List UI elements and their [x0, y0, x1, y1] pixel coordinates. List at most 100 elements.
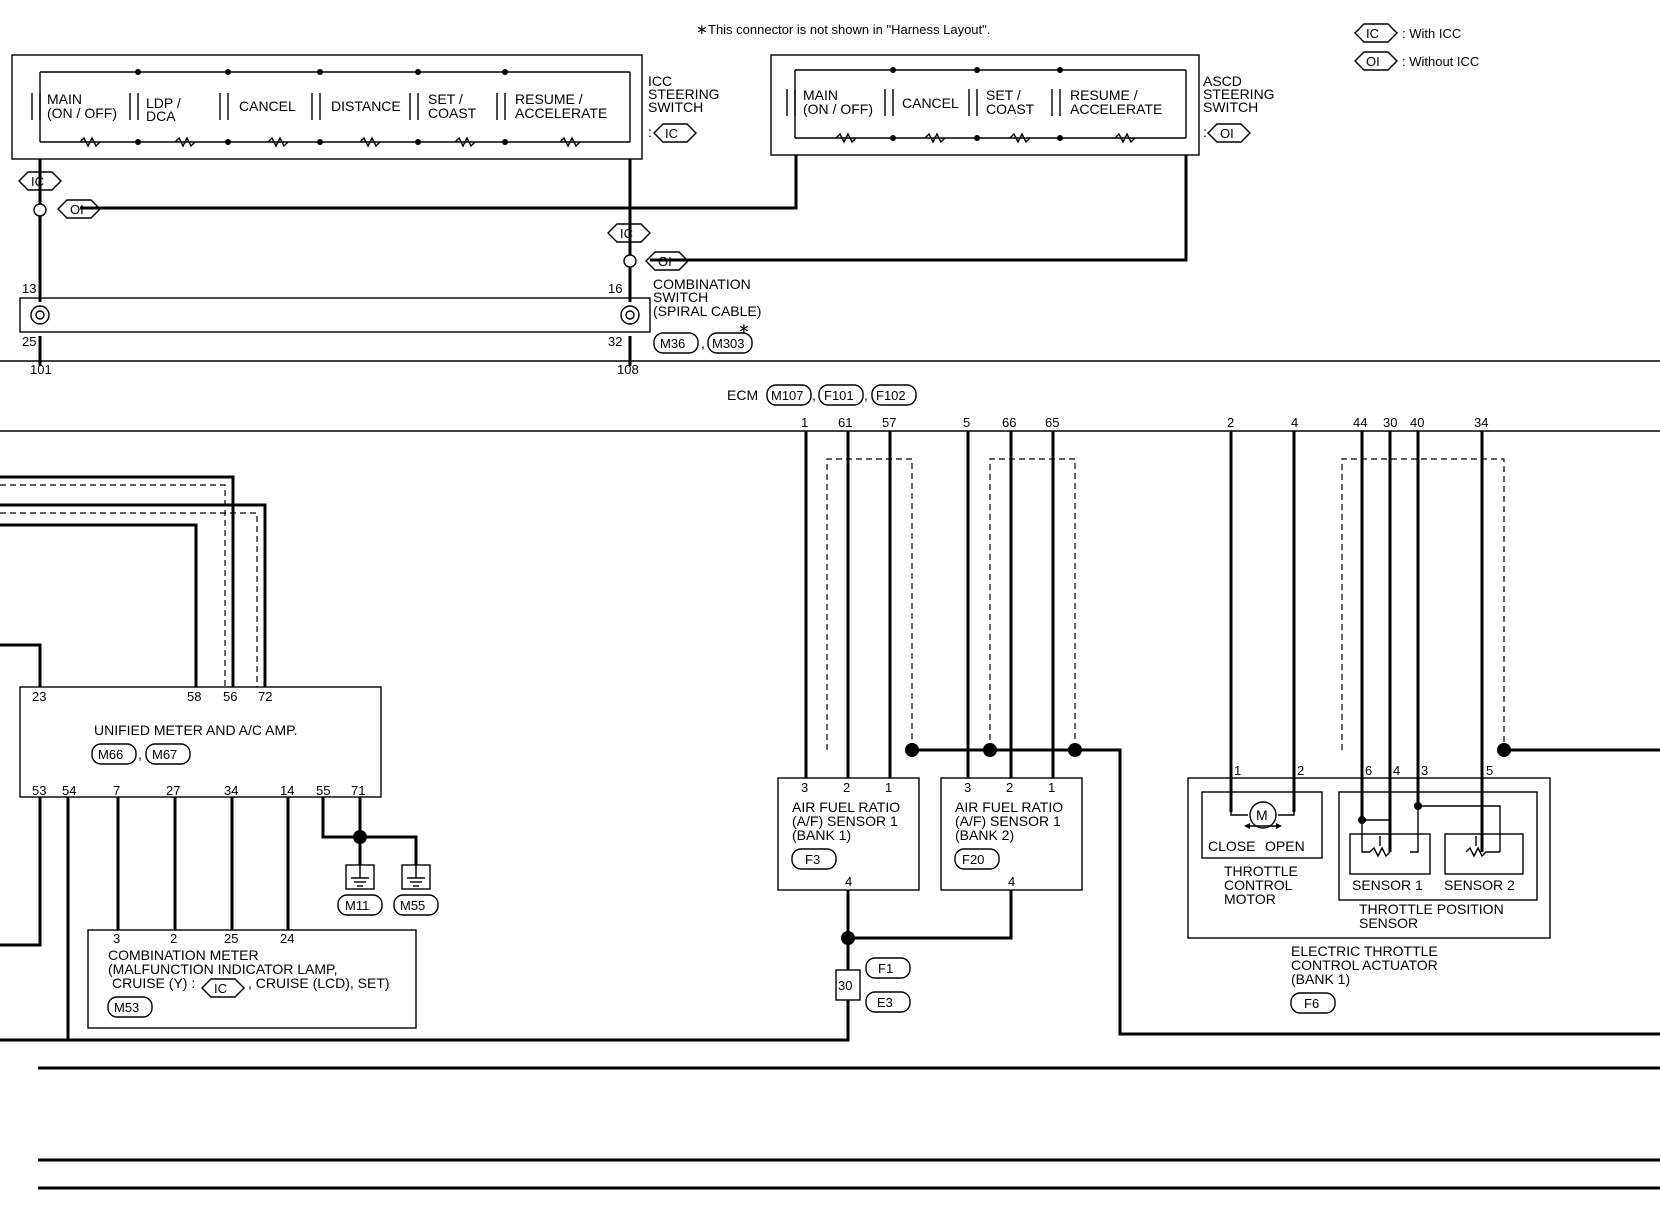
legend-ic-text: : With ICC — [1402, 26, 1461, 41]
ecm-label: ECM — [727, 387, 758, 403]
svg-text:OI: OI — [70, 202, 84, 217]
connector-note: This connector is not shown in "Harness … — [708, 22, 990, 37]
ecm-pin-66: 66 — [1002, 415, 1016, 430]
branch-tag-oi-right: OI — [645, 251, 689, 271]
cm-pin-25: 25 — [224, 931, 238, 946]
um-sep: , — [138, 746, 142, 762]
svg-text:M66: M66 — [98, 747, 123, 762]
branch-tag-ic-right: IC — [607, 223, 651, 243]
ground-symbol-m11 — [345, 864, 375, 890]
um-pin-7: 7 — [113, 783, 120, 798]
combination-meter-ic-tag: IC — [201, 978, 245, 998]
ground-connector-m11: M11 — [337, 894, 383, 916]
ascd-switch-name-2: STEERING — [1203, 86, 1275, 102]
svg-text:F6: F6 — [1304, 996, 1319, 1011]
lower-pin-108: 108 — [617, 362, 639, 377]
af2-pin-2: 2 — [1006, 780, 1013, 795]
combination-meter-box — [87, 929, 417, 1029]
eta-pin-5: 5 — [1486, 763, 1493, 778]
svg-text:F3: F3 — [805, 852, 820, 867]
cm-pin-3: 3 — [113, 931, 120, 946]
ecm-pin-4: 4 — [1291, 415, 1298, 430]
um-pin-55: 55 — [316, 783, 330, 798]
ecm-pin-57: 57 — [882, 415, 896, 430]
combination-meter-label-1: COMBINATION METER — [108, 947, 259, 963]
af-sensor-2-label-1: AIR FUEL RATIO — [955, 799, 1063, 815]
svg-text:F1: F1 — [878, 961, 893, 976]
svg-text:M67: M67 — [152, 747, 177, 762]
af1-pin-2: 2 — [843, 780, 850, 795]
ecm-pin-44: 44 — [1353, 415, 1367, 430]
sensor-1-label: SENSOR 1 — [1352, 877, 1423, 893]
lower-pin-101: 101 — [30, 362, 52, 377]
ascd-switch-resume-sub: ACCELERATE — [1070, 101, 1162, 117]
connector-m67: M67 — [145, 743, 191, 765]
combination-meter-label-2: (MALFUNCTION INDICATOR LAMP, — [108, 961, 337, 977]
svg-text:M11: M11 — [345, 898, 369, 913]
icc-switch-resume-sub: ACCELERATE — [515, 105, 607, 121]
af-sensor-2-label-3: (BANK 2) — [955, 827, 1014, 843]
um-pin-72: 72 — [258, 689, 272, 704]
ecm-pin-65: 65 — [1045, 415, 1059, 430]
icc-switch-cancel-label: CANCEL — [239, 98, 296, 114]
ascd-switch-tag: OI — [1207, 123, 1251, 143]
um-pin-27: 27 — [166, 783, 180, 798]
ecm-pin-30: 30 — [1383, 415, 1397, 430]
af2-pin-1: 1 — [1048, 780, 1055, 795]
connector-f3: F3 — [791, 848, 837, 870]
note-star: ∗ — [696, 21, 708, 37]
connector-f102: F102 — [871, 384, 917, 406]
um-pin-34: 34 — [224, 783, 238, 798]
svg-text:M107: M107 — [771, 388, 804, 403]
icc-switch-tag: IC — [653, 123, 697, 143]
ground-symbol-m55 — [401, 864, 431, 890]
ascd-switch-colon: : — [1203, 124, 1207, 140]
svg-text:IC: IC — [665, 126, 678, 141]
connector-f20: F20 — [954, 848, 1000, 870]
legend-oi-tag: OI — [1354, 51, 1398, 71]
af2-pin-3: 3 — [964, 780, 971, 795]
throttle-actuator-label-2: CONTROL ACTUATOR — [1291, 957, 1438, 973]
icc-switch-name-2: STEERING — [648, 86, 720, 102]
ecm-pin-34: 34 — [1474, 415, 1488, 430]
branch-tag-oi-left: OI — [57, 199, 101, 219]
af2-pin-4: 4 — [1008, 874, 1015, 889]
icc-switch-distance-label: DISTANCE — [331, 98, 401, 114]
ascd-switch-cancel-label: CANCEL — [902, 95, 959, 111]
icc-switch-colon: : — [648, 124, 652, 140]
connector-m66: M66 — [91, 743, 137, 765]
icc-switch-name-1: ICC — [648, 73, 672, 89]
svg-text:IC: IC — [620, 226, 633, 241]
spiral-pin-16: 16 — [608, 281, 622, 296]
um-pin-14: 14 — [280, 783, 294, 798]
ground-connector-m55: M55 — [393, 894, 439, 916]
spiral-pin-32: 32 — [608, 334, 622, 349]
svg-text:F102: F102 — [876, 388, 906, 403]
svg-text:F101: F101 — [824, 388, 854, 403]
connector-e3: E3 — [865, 991, 911, 1013]
icc-switch-ldp-label: LDP / — [146, 95, 181, 111]
unified-meter-title: UNIFIED METER AND A/C AMP. — [94, 722, 298, 738]
ascd-switch-main-sub: (ON / OFF) — [803, 101, 873, 117]
svg-text:F20: F20 — [962, 852, 984, 867]
connector-m303: M303 — [707, 332, 753, 354]
af1-pin-4: 4 — [845, 874, 852, 889]
af-sensor-1-label-1: AIR FUEL RATIO — [792, 799, 900, 815]
svg-text:IC: IC — [1366, 26, 1379, 41]
ecm-pin-1: 1 — [801, 415, 808, 430]
tps-label-1: THROTTLE POSITION — [1359, 901, 1504, 917]
connector-sep: , — [701, 335, 705, 351]
ascd-switch-resume-label: RESUME / — [1070, 87, 1138, 103]
unified-meter-box — [19, 686, 382, 798]
svg-text:M55: M55 — [400, 898, 425, 913]
connector-m107: M107 — [766, 384, 812, 406]
icc-steering-switch — [11, 54, 643, 160]
svg-text:IC: IC — [31, 174, 44, 189]
combination-switch-label-1: COMBINATION — [653, 276, 751, 292]
eta-pin-6: 6 — [1365, 763, 1372, 778]
um-pin-71: 71 — [351, 783, 365, 798]
svg-text:OI: OI — [1220, 126, 1234, 141]
ecm-pin-2: 2 — [1227, 415, 1234, 430]
connector-f101: F101 — [818, 384, 864, 406]
